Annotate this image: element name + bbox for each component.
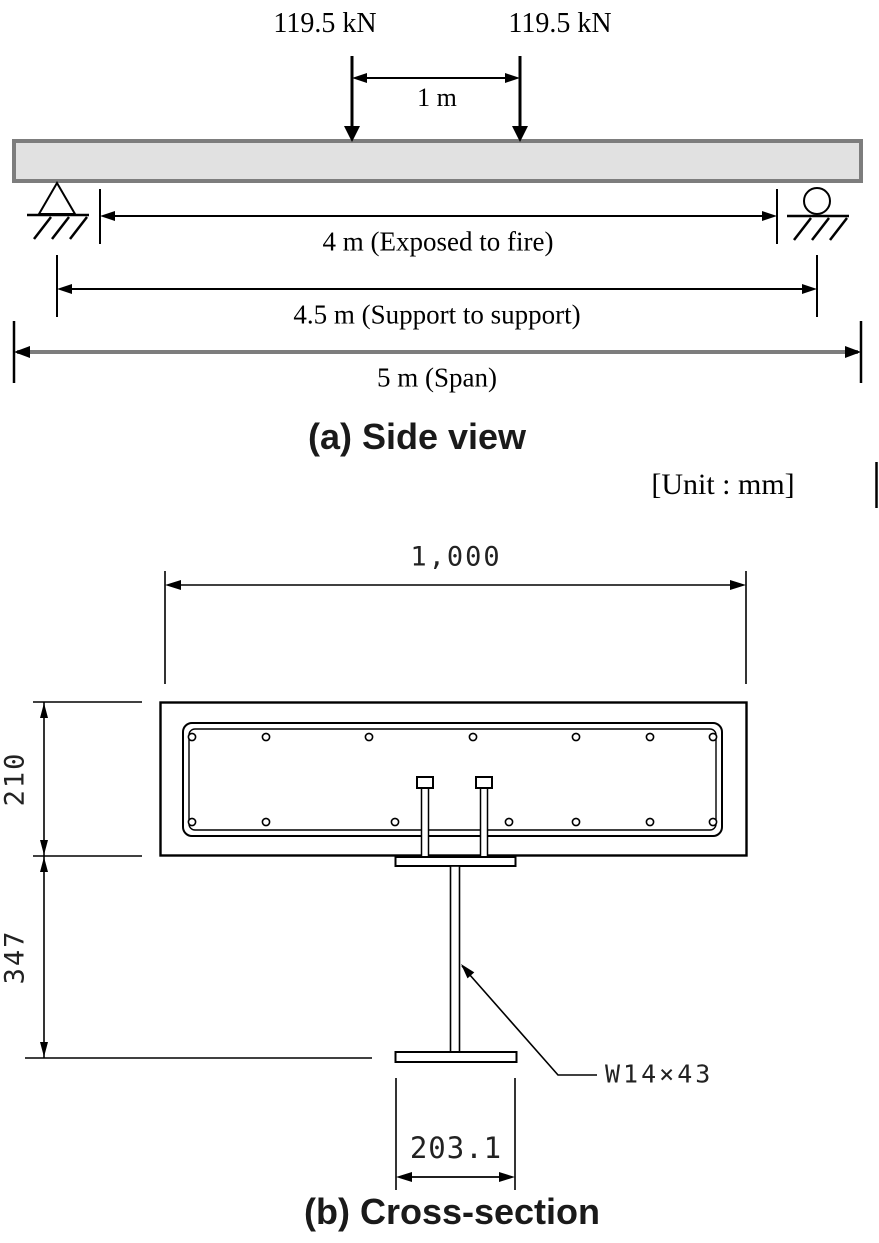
pin-support-hatch-1 — [33, 216, 52, 240]
stud-right-shaft — [479, 787, 489, 859]
dim-span-label: 5 m (Span) — [377, 362, 497, 393]
stud-left-shaft — [420, 787, 430, 859]
dim-4p5m-arrow-right — [802, 284, 817, 294]
leader-w14x43-arrow — [461, 964, 475, 979]
dim-fire-label: 4 m (Exposed to fire) — [322, 226, 554, 257]
steel-section-label: W14×43 — [605, 1059, 714, 1089]
rebar-top-5 — [571, 732, 581, 742]
load-arrow-right-head — [512, 126, 528, 142]
dim-203-arrow-left — [396, 1172, 412, 1182]
dim-5m-arrow-left — [14, 346, 30, 358]
roller-support-hatch-3 — [829, 217, 848, 241]
stud-right-head — [475, 776, 493, 789]
load-spacing-label: 1 m — [417, 83, 457, 112]
dim-1m-arrow-left — [352, 73, 367, 83]
dim-203-arrow-right — [499, 1172, 515, 1182]
rebar-bottom-2 — [261, 817, 271, 827]
rebar-top-1 — [187, 732, 197, 742]
dim-1m-arrow-right — [505, 73, 520, 83]
dim-5m-arrow-right — [845, 346, 861, 358]
rebar-bottom-3 — [390, 817, 400, 827]
dim-1000-arrow-right — [730, 580, 746, 590]
roller-support-circle — [803, 187, 831, 215]
rebar-top-3 — [364, 732, 374, 742]
concrete-slab-outline — [159, 701, 748, 857]
stirrup-inner — [188, 728, 717, 831]
leader-w14x43 — [461, 965, 597, 1076]
dim-210-arrow-bottom — [40, 840, 48, 855]
dim-4p5m-arrow-left — [57, 284, 72, 294]
rebar-top-2 — [261, 732, 271, 742]
dim-4m-arrow-left — [100, 211, 115, 221]
steel-depth-label: 347 — [0, 929, 31, 985]
roller-support-hatch-1 — [793, 217, 812, 241]
pin-support-triangle — [37, 181, 77, 215]
stirrup-outer — [182, 722, 723, 837]
rebar-bottom-7 — [708, 817, 718, 827]
rebar-top-4 — [468, 732, 478, 742]
steel-top-flange — [394, 856, 517, 867]
dim-347-arrow-bottom — [40, 1042, 48, 1057]
roller-support-hatch-2 — [811, 217, 830, 241]
unit-note: [Unit : mm] — [651, 468, 795, 501]
load-left-label: 119.5 kN — [273, 8, 377, 39]
steel-bottom-flange — [394, 1051, 518, 1063]
side-view-caption: (a) Side view — [307, 416, 527, 457]
rebar-top-6 — [645, 732, 655, 742]
dim-4m-arrow-right — [762, 211, 777, 221]
load-arrow-left-head — [344, 126, 360, 142]
cross-section-caption: (b) Cross-section — [303, 1191, 601, 1232]
dim-210-arrow-top — [40, 703, 48, 718]
rebar-bottom-6 — [645, 817, 655, 827]
beam-side-view — [12, 139, 863, 183]
steel-web — [449, 865, 461, 1053]
rebar-bottom-1 — [187, 817, 197, 827]
dim-347-arrow-top — [40, 857, 48, 872]
rebar-top-7 — [708, 732, 718, 742]
dim-1000-arrow-left — [165, 580, 181, 590]
rebar-bottom-4 — [504, 817, 514, 827]
pin-support-hatch-2 — [51, 216, 70, 240]
slab-thickness-label: 210 — [0, 751, 31, 807]
stud-left-head — [416, 776, 434, 789]
rebar-bottom-5 — [571, 817, 581, 827]
dim-support-label: 4.5 m (Support to support) — [293, 299, 581, 330]
pin-support-hatch-3 — [69, 216, 88, 240]
flange-width-label: 203.1 — [409, 1131, 503, 1165]
load-right-label: 119.5 kN — [508, 8, 612, 39]
slab-width-label: 1,000 — [410, 541, 502, 573]
